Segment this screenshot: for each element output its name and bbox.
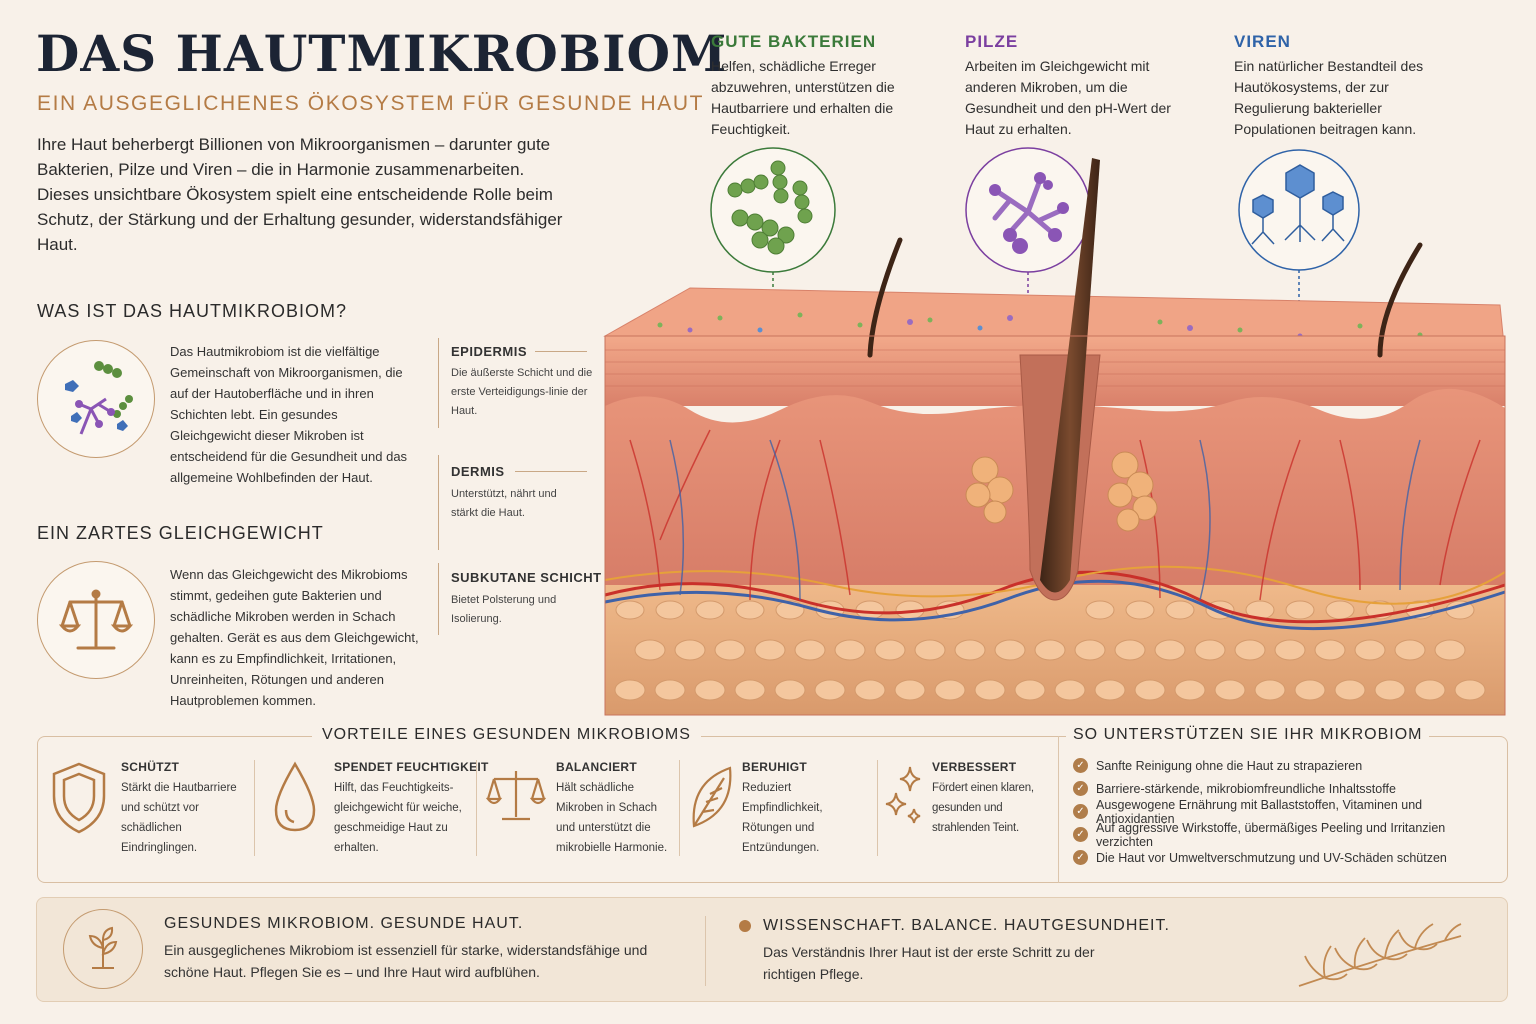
hair-shaft xyxy=(1040,158,1100,593)
footer-left-title: GESUNDES MIKROBIOM. GESUNDE HAUT. xyxy=(164,915,524,932)
microbe-title-fungi: PILZE xyxy=(965,32,1019,51)
balance-heading: EIN ZARTES GLEICHGEWICHT xyxy=(37,523,324,543)
layer-desc-epidermis: Die äußerste Schicht und die erste Verte… xyxy=(451,367,593,417)
microbe-desc-fungi: Arbeiten im Gleichgewicht mit anderen Mi… xyxy=(965,58,1171,137)
benefit-title-balance: BALANCIERT xyxy=(556,760,637,774)
layer-bracket-subcutis xyxy=(438,563,439,635)
benefit-desc-hydrate: Hilft, das Feuchtigkeits-gleichgewicht f… xyxy=(334,782,462,854)
benefit-title-improve: VERBESSERT xyxy=(932,760,1017,774)
check-icon: ✓ xyxy=(1073,850,1088,865)
bullet-dot xyxy=(739,920,751,932)
bacteria-badge xyxy=(710,147,836,318)
benefit-desc-balance: Hält schädliche Mikroben in Schach und u… xyxy=(556,782,668,854)
microbe-title-bacteria: GUTE BAKTERIEN xyxy=(711,32,877,51)
layer-label-epidermis: EPIDERMIS xyxy=(451,344,528,359)
layer-label-dermis: DERMIS xyxy=(451,464,505,479)
leader-line xyxy=(515,471,587,472)
benefit-desc-protect: Stärkt die Hautbarriere und schützt vor … xyxy=(121,782,237,854)
divider xyxy=(254,760,255,856)
divider xyxy=(705,916,706,986)
list-item: ✓Barriere-stärkende, mikrobiomfreundlich… xyxy=(1073,777,1503,800)
divider xyxy=(679,760,680,856)
microbe-desc-bacteria: Helfen, schädliche Erreger abzuwehren, u… xyxy=(711,58,895,137)
list-item: ✓Sanfte Reinigung ohne die Haut zu strap… xyxy=(1073,754,1503,777)
shield-icon xyxy=(50,760,108,841)
page-subtitle: EIN AUSGEGLICHENES ÖKOSYSTEM FÜR GESUNDE… xyxy=(37,92,705,115)
hair-shaft xyxy=(867,237,903,358)
divider xyxy=(877,760,878,856)
benefit-title-hydrate: SPENDET FEUCHTIGKEIT xyxy=(334,760,489,774)
benefit-title-soothe: BERUHIGT xyxy=(742,760,808,774)
list-item: ✓Ausgewogene Ernährung mit Ballaststoffe… xyxy=(1073,798,1503,826)
benefit-desc-soothe: Reduziert Empfindlichkeit, Rötungen und … xyxy=(742,782,823,854)
what-is-heading: WAS IST DAS HAUTMIKROBIOM? xyxy=(37,301,348,321)
benefit-title-protect: SCHÜTZT xyxy=(121,760,180,774)
water-drop-icon xyxy=(272,760,318,841)
list-item: ✓Auf aggressive Wirkstoffe, übermäßiges … xyxy=(1073,821,1503,849)
scale-icon xyxy=(485,765,547,830)
leaf-icon xyxy=(688,762,734,837)
botanical-sprig-icon xyxy=(1295,910,1465,995)
footer-banner xyxy=(36,897,1508,1002)
check-icon: ✓ xyxy=(1073,781,1088,796)
list-item: ✓Die Haut vor Umweltverschmutzung und UV… xyxy=(1073,846,1503,869)
microbe-desc-viruses: Ein natürlicher Bestandteil des Hautökos… xyxy=(1234,58,1424,137)
balance-text: Wenn das Gleichgewicht des Mikrobioms st… xyxy=(170,567,419,708)
layer-bracket-dermis xyxy=(438,455,439,550)
support-heading: SO UNTERSTÜTZEN SIE IHR MIKROBIOM xyxy=(1066,726,1430,744)
layer-bracket-epidermis xyxy=(438,338,439,428)
layer-desc-dermis: Unterstützt, nährt und stärkt die Haut. xyxy=(451,488,557,519)
layer-label-subcutis: SUBKUTANE SCHICHT xyxy=(451,570,602,585)
check-icon: ✓ xyxy=(1073,827,1088,842)
footer-left-text: Ein ausgeglichenes Mikrobiom ist essenzi… xyxy=(164,942,648,980)
skin-cross-section-diagram xyxy=(603,147,1506,716)
sprout-icon xyxy=(63,909,143,989)
support-list: ✓Sanfte Reinigung ohne die Haut zu strap… xyxy=(1073,754,1503,869)
footer-right-text: Das Verständnis Ihrer Haut ist der erste… xyxy=(763,944,1095,982)
virus-badge xyxy=(1238,149,1360,333)
footer-right-title: WISSENSCHAFT. BALANCE. HAUTGESUNDHEIT. xyxy=(763,917,1170,934)
scale-icon xyxy=(37,561,155,679)
microbe-title-viruses: VIREN xyxy=(1234,32,1291,51)
check-icon: ✓ xyxy=(1073,804,1088,819)
page-title: DAS HAUTMIKROBIOM xyxy=(36,24,728,83)
check-icon: ✓ xyxy=(1073,758,1088,773)
benefit-desc-improve: Fördert einen klaren, gesunden und strah… xyxy=(932,782,1034,834)
hair-shaft xyxy=(1377,242,1423,358)
benefits-heading: VORTEILE EINES GESUNDEN MIKROBIOMS xyxy=(312,726,701,744)
sebaceous-gland xyxy=(965,451,1158,532)
fungi-badge xyxy=(965,147,1091,318)
leader-line xyxy=(535,351,587,352)
sparkle-icon xyxy=(884,765,926,834)
intro-text: Ihre Haut beherbergt Billionen von Mikro… xyxy=(37,135,563,254)
divider xyxy=(476,760,477,856)
layer-desc-subcutis: Bietet Polsterung und Isolierung. xyxy=(451,594,557,625)
microbe-mix-icon xyxy=(37,340,155,458)
what-is-text: Das Hautmikrobiom ist die vielfältige Ge… xyxy=(170,344,408,485)
